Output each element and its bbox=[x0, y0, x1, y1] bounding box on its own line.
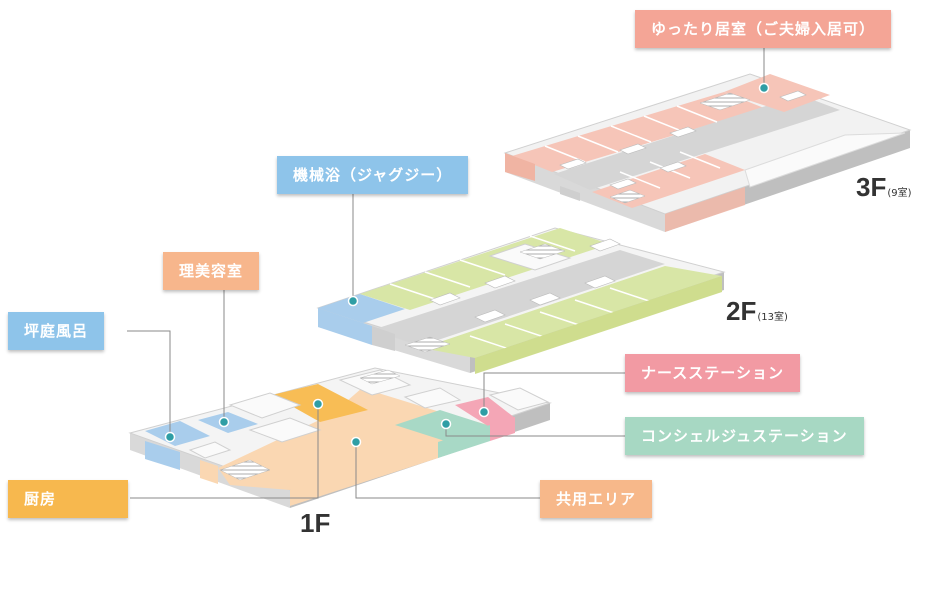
dot-salon bbox=[218, 416, 230, 428]
dot-concierge bbox=[440, 418, 452, 430]
2f-jacuzzi bbox=[318, 294, 405, 323]
callout-kitchen: 厨房 bbox=[8, 480, 128, 518]
callout-salon: 理美容室 bbox=[163, 252, 260, 290]
callout-common: 共用エリア bbox=[540, 480, 653, 518]
3f-residence-upper bbox=[512, 92, 764, 172]
floor-label-1f: 1F bbox=[300, 508, 331, 538]
callout-residence: ゆったり居室（ご夫婦入居可） bbox=[635, 10, 892, 48]
callout-nurse: ナースステーション bbox=[625, 354, 800, 392]
callout-tsubo-bath: 坪庭風呂 bbox=[8, 312, 105, 350]
dot-jacuzzi bbox=[347, 295, 359, 307]
dot-residence bbox=[758, 82, 770, 94]
2f-rooms-lower bbox=[422, 266, 722, 358]
callout-concierge: コンシェルジュステーション bbox=[625, 417, 864, 455]
dot-tsubo-bath bbox=[164, 431, 176, 443]
3f-corridor bbox=[554, 95, 840, 190]
dot-kitchen bbox=[312, 398, 324, 410]
1f-tsubo-bath bbox=[145, 421, 210, 446]
floor-2f-plan bbox=[316, 227, 726, 374]
floor-label-2f: 2F(13室) bbox=[726, 296, 788, 326]
floor-1f-plan bbox=[128, 367, 552, 508]
3f-residence-top bbox=[724, 74, 830, 112]
dot-common bbox=[350, 436, 362, 448]
dot-nurse bbox=[478, 406, 490, 418]
2f-corridor bbox=[372, 250, 665, 346]
callout-jacuzzi: 機械浴（ジャグジー） bbox=[277, 156, 469, 194]
floor-label-3f: 3F(9室) bbox=[856, 172, 912, 202]
floor-3f-plan bbox=[503, 73, 912, 232]
